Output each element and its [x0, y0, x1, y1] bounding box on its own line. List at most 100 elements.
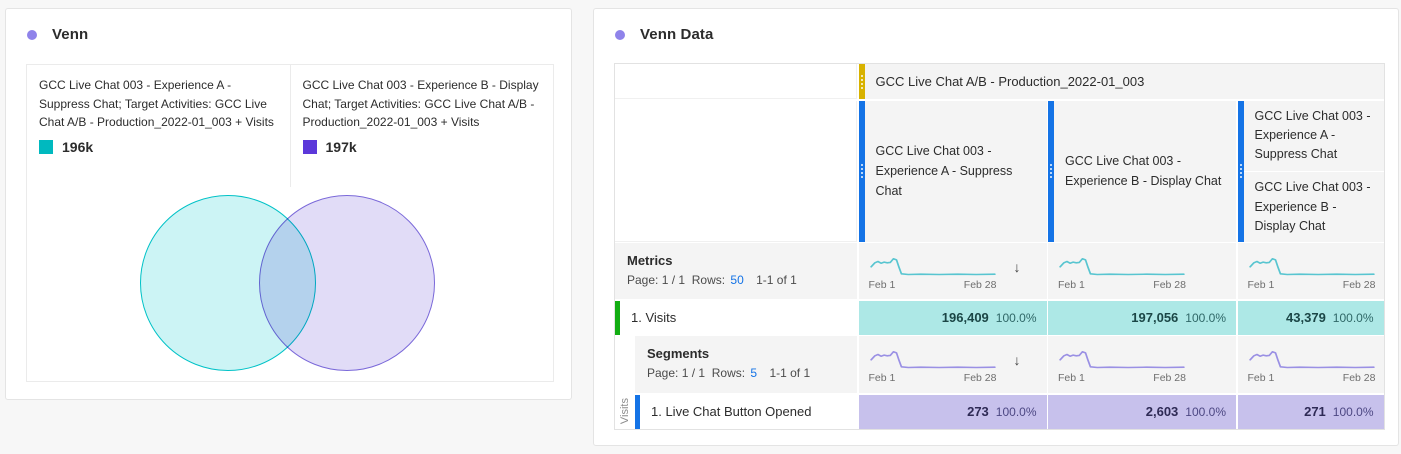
- spark-end-label: Feb 28: [1342, 372, 1376, 384]
- panel-title: Venn: [52, 26, 89, 43]
- value-cell[interactable]: 43,379 100.0%: [1237, 300, 1384, 335]
- value-percent: 100.0%: [995, 404, 1037, 419]
- segments-sparkline-cell-1: Feb 1 Feb 28 ↓: [858, 336, 1047, 393]
- legend-swatch-teal-icon: [39, 139, 53, 154]
- rows-count-link[interactable]: 5: [750, 366, 758, 380]
- page-label: Page:: [627, 273, 659, 287]
- spark-start-label: Feb 1: [868, 372, 896, 384]
- table-corner-cell: [615, 100, 857, 242]
- segment-drag-handle-icon[interactable]: [1048, 100, 1054, 242]
- metrics-section-header: Metrics Page: 1 / 1 Rows: 50 1-1 of 1: [615, 243, 857, 299]
- spark-start-label: Feb 1: [1058, 278, 1085, 291]
- sort-descending-icon[interactable]: ↓: [1013, 258, 1021, 275]
- segment-row-label: 1. Live Chat Button Opened: [640, 394, 857, 429]
- column-header-experience-b[interactable]: GCC Live Chat 003 - Experience B - Displ…: [1048, 100, 1236, 242]
- spark-start-label: Feb 1: [868, 278, 896, 291]
- metrics-sparkline-cell-1: Feb 1 Feb 28 ↓: [858, 243, 1047, 299]
- dimension-header-label: GCC Live Chat A/B - Production_2022-01_0…: [875, 74, 1145, 89]
- legend-swatch-purple-icon: [302, 139, 317, 154]
- gutter-metric-label: Visits: [619, 398, 631, 425]
- value-percent: 100.0%: [1185, 310, 1226, 325]
- page-value: 1 / 1: [661, 273, 686, 287]
- panel-collapse-dot-icon[interactable]: [27, 29, 37, 40]
- spark-end-label: Feb 28: [1153, 372, 1186, 384]
- segments-title: Segments: [647, 346, 710, 361]
- value-percent: 100.0%: [1332, 404, 1374, 419]
- rows-label: Rows:: [691, 273, 726, 287]
- column-header-overlap-top[interactable]: GCC Live Chat 003 - Experience A - Suppr…: [1237, 100, 1384, 242]
- sparkline-chart: [869, 345, 997, 371]
- value-number: 43,379: [1286, 310, 1326, 325]
- legend-value: 197k: [325, 138, 357, 155]
- value-cell[interactable]: 271 100.0%: [1237, 394, 1384, 429]
- segments-gutter: [615, 336, 635, 393]
- segment-row-accent-bar: [635, 394, 640, 429]
- venn-data-panel: Venn Data GCC Live Chat A/B - Production…: [593, 8, 1399, 446]
- column-header-label: GCC Live Chat 003 - Experience B - Displ…: [1254, 180, 1371, 233]
- spark-start-label: Feb 1: [1247, 372, 1275, 384]
- spark-end-label: Feb 28: [1342, 278, 1376, 291]
- column-header-label: GCC Live Chat 003 - Experience A - Suppr…: [1254, 108, 1371, 162]
- value-cell[interactable]: 196,409 100.0%: [858, 300, 1047, 335]
- segment-drag-handle-icon[interactable]: [1237, 100, 1244, 242]
- rows-count-link[interactable]: 50: [730, 273, 744, 287]
- sparkline-chart: [869, 252, 997, 278]
- spark-start-label: Feb 1: [1247, 278, 1275, 291]
- sort-descending-icon[interactable]: ↓: [1013, 352, 1021, 368]
- metric-row-accent-bar: [615, 300, 620, 335]
- value-percent: 100.0%: [1332, 310, 1374, 325]
- legend-label: GCC Live Chat 003 - Experience B - Displ…: [302, 78, 539, 130]
- segments-section-header: Segments Page: 1 / 1 Rows: 5 1-1 of 1: [635, 336, 857, 393]
- metric-row-visits[interactable]: 1. Visits: [615, 300, 857, 335]
- column-header-experience-a[interactable]: GCC Live Chat 003 - Experience A - Suppr…: [858, 100, 1047, 242]
- table-corner-cell: [615, 64, 857, 99]
- value-cell[interactable]: 197,056 100.0%: [1048, 300, 1236, 335]
- venn-circle-b[interactable]: [259, 195, 435, 371]
- legend-divider: [289, 65, 291, 187]
- venn-panel: Venn GCC Live Chat 003 - Experience A - …: [5, 8, 572, 400]
- column-header-label: GCC Live Chat 003 - Experience B - Displ…: [1065, 154, 1222, 188]
- value-number: 196,409: [941, 310, 989, 325]
- metrics-sparkline-cell-3: Feb 1 Feb 28: [1237, 243, 1384, 299]
- column-header-label: GCC Live Chat 003 - Experience A - Suppr…: [875, 144, 1013, 198]
- dimension-drag-handle-icon[interactable]: [858, 64, 865, 99]
- dimension-header-cell[interactable]: GCC Live Chat A/B - Production_2022-01_0…: [858, 64, 1384, 99]
- venn-panel-header: Venn: [6, 9, 571, 43]
- column-header-overlap-bottom[interactable]: GCC Live Chat 003 - Experience B - Displ…: [1237, 100, 1384, 243]
- legend-value: 196k: [62, 138, 94, 155]
- value-number: 197,056: [1131, 310, 1179, 325]
- range-label: 1-1 of 1: [756, 273, 797, 287]
- column-header-overlap: GCC Live Chat 003 - Experience A - Suppr…: [1237, 100, 1384, 243]
- panel-collapse-dot-icon[interactable]: [615, 29, 625, 40]
- freeform-table: GCC Live Chat A/B - Production_2022-01_0…: [614, 63, 1385, 430]
- metric-row-label: 1. Visits: [620, 300, 857, 335]
- venn-legend: GCC Live Chat 003 - Experience A - Suppr…: [27, 65, 553, 187]
- legend-label: GCC Live Chat 003 - Experience A - Suppr…: [39, 78, 274, 130]
- metrics-pagination: Page: 1 / 1 Rows: 50 1-1 of 1: [627, 273, 857, 287]
- spark-start-label: Feb 1: [1058, 372, 1085, 384]
- sparkline-chart: [1248, 252, 1376, 278]
- legend-item-experience-b: GCC Live Chat 003 - Experience B - Displ…: [291, 65, 554, 187]
- sparkline-chart: [1058, 345, 1186, 371]
- spark-end-label: Feb 28: [963, 278, 997, 291]
- page-value: 1 / 1: [681, 366, 706, 380]
- metrics-title: Metrics: [627, 253, 673, 268]
- spark-end-label: Feb 28: [963, 372, 997, 384]
- segments-gutter: Visits: [615, 394, 635, 429]
- page-label: Page:: [647, 366, 679, 380]
- venn-data-panel-header: Venn Data: [594, 9, 1398, 43]
- value-percent: 100.0%: [995, 310, 1037, 325]
- rows-label: Rows:: [711, 366, 746, 380]
- legend-item-experience-a: GCC Live Chat 003 - Experience A - Suppr…: [27, 65, 290, 187]
- segment-row-live-chat-button-opened[interactable]: Visits 1. Live Chat Button Opened: [615, 394, 857, 429]
- spark-end-label: Feb 28: [1153, 278, 1186, 291]
- segments-pagination: Page: 1 / 1 Rows: 5 1-1 of 1: [647, 366, 857, 380]
- value-cell[interactable]: 273 100.0%: [858, 394, 1047, 429]
- sparkline-chart: [1058, 252, 1186, 278]
- segment-drag-handle-icon[interactable]: [858, 100, 865, 242]
- value-cell[interactable]: 2,603 100.0%: [1048, 394, 1236, 429]
- range-label: 1-1 of 1: [769, 366, 811, 380]
- metrics-sparkline-cell-2: Feb 1 Feb 28: [1048, 243, 1236, 299]
- value-number: 271: [1304, 404, 1326, 419]
